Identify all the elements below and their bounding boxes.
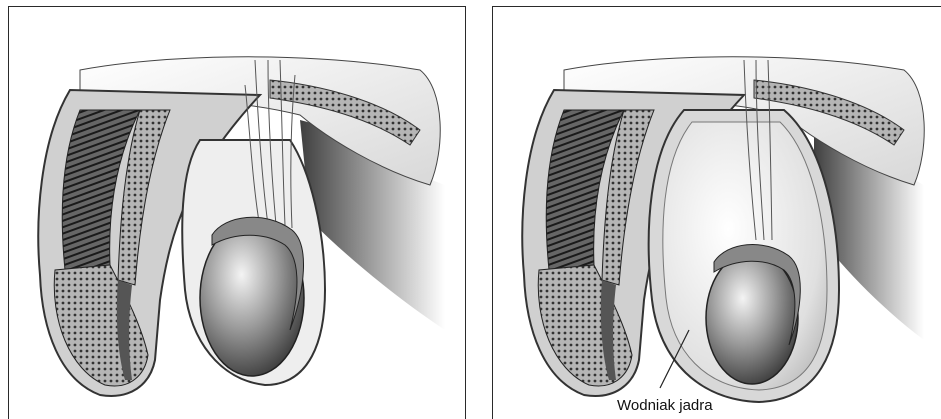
testis — [706, 252, 798, 384]
hydrocele-illustration — [484, 0, 941, 419]
hydrocele-label: Wodniak jadra — [617, 397, 713, 414]
normal-anatomy-illustration — [0, 0, 468, 419]
normal-anatomy-panel — [0, 0, 468, 419]
hydrocele-panel — [484, 0, 941, 419]
